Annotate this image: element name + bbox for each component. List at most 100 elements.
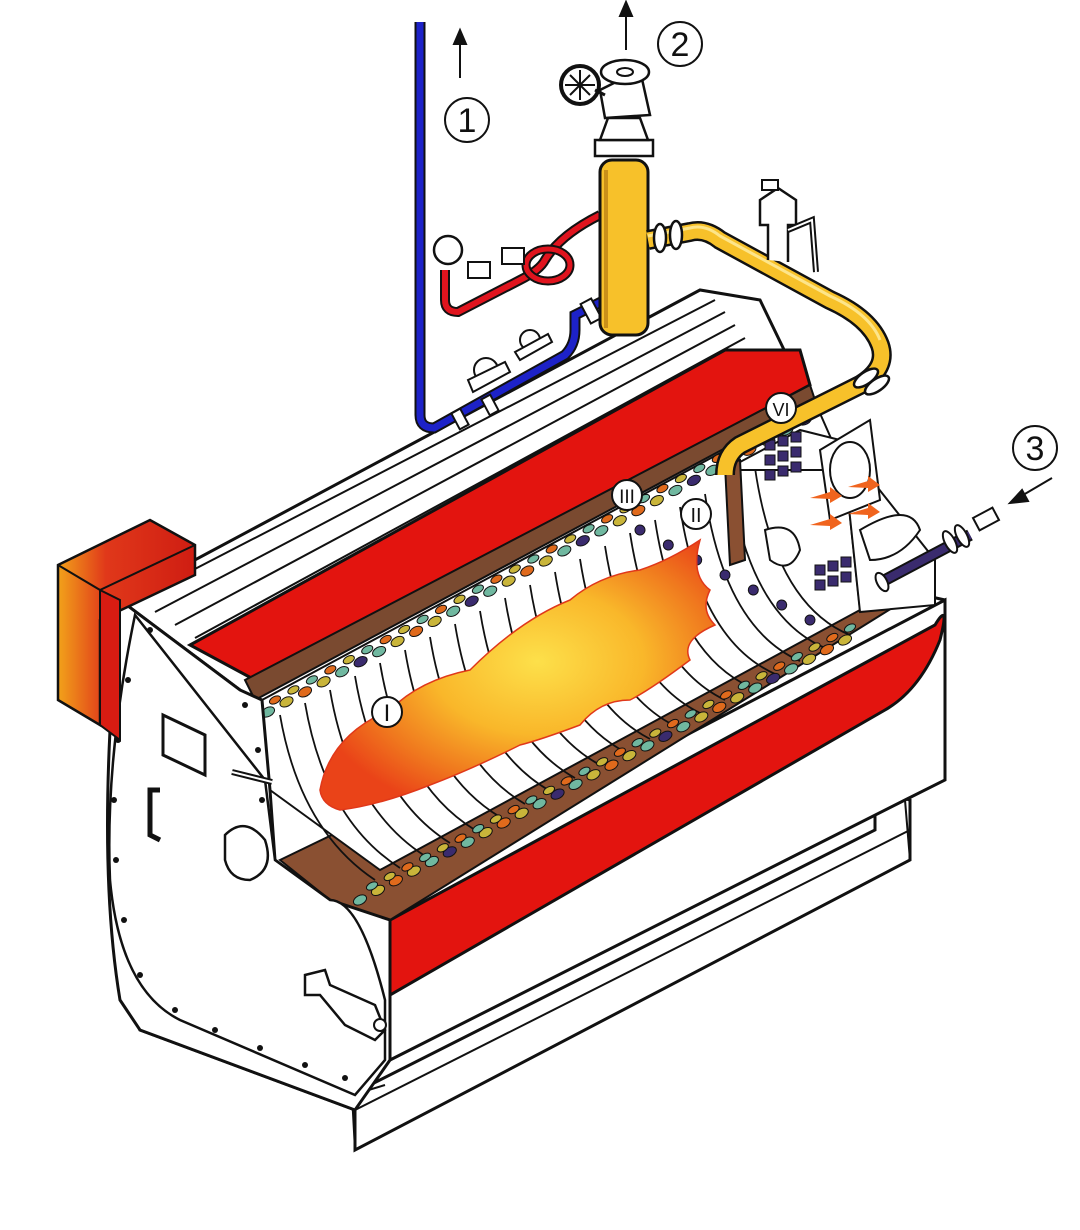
tube-end-bottom-row-b: [596, 757, 609, 767]
safety-valve: [758, 179, 819, 273]
tube-end-bottom-row-b: [702, 699, 715, 710]
tube-end-top-row-a: [649, 494, 664, 507]
door-bolt: [255, 747, 261, 753]
tube-end-bottom-row-b: [560, 776, 573, 786]
main-steam-valve[interactable]: [559, 58, 652, 120]
tube-end-top-row-b: [416, 614, 429, 625]
burner-box: [56, 518, 197, 742]
tube-end-bottom-row-a: [622, 749, 637, 762]
tube-end-bottom-row-b: [773, 661, 786, 671]
tube-end-bottom-row-b: [843, 623, 857, 633]
door-bolt: [259, 797, 265, 803]
tube-end-top-row-a: [557, 545, 572, 557]
steam-separator: [593, 116, 655, 337]
tube-end-top-row-a: [464, 595, 479, 607]
svg-text:I: I: [384, 700, 391, 727]
door-bolt: [212, 1027, 218, 1033]
tube-end-top-row-a: [353, 656, 368, 668]
tube-end-bottom-row-b: [631, 738, 644, 748]
tube-end-top-row-a: [335, 666, 350, 678]
tube-end-bottom-row-a: [640, 740, 655, 752]
valve-handwheel[interactable]: [559, 64, 601, 106]
tube-end-top-row-b: [379, 634, 392, 645]
tube-end-top-row-b: [582, 524, 595, 534]
tube-end-top-row-a: [483, 585, 498, 597]
tube-end-dark-row: [634, 524, 646, 536]
tube-end-bottom-row-b: [720, 690, 733, 700]
tube-end-top-row-a: [668, 484, 683, 497]
door-bolt: [113, 857, 119, 863]
tube-end-top-row-a: [390, 635, 405, 648]
tube-end-top-row-b: [324, 665, 337, 675]
tube-end-bottom-row-a: [676, 721, 691, 733]
tube-end-top-row-b: [601, 514, 614, 524]
tube-end-top-row-a: [501, 575, 516, 587]
tube-end-dark-row: [662, 539, 674, 551]
door-bolt: [125, 677, 131, 683]
flow-arrows: [452, 0, 1053, 505]
svg-text:VI: VI: [772, 400, 789, 420]
tube-end-bottom-row-b: [649, 728, 662, 738]
tube-end-top-row-b: [693, 463, 706, 474]
tube-end-dark-row: [719, 569, 731, 581]
tube-end-bottom-row-a: [694, 711, 709, 723]
tube-end-top-row-b: [674, 473, 687, 484]
pressure-gauge: [432, 234, 464, 266]
door-bolt: [172, 1007, 178, 1013]
tube-end-bottom-row-b: [542, 785, 556, 796]
tube-end-bottom-row-a: [730, 692, 745, 704]
tube-end-bottom-row-b: [826, 632, 839, 643]
tube-end-bottom-row-b: [419, 852, 432, 862]
door-bolt: [342, 1075, 348, 1081]
tube-end-bottom-row-b: [613, 747, 626, 757]
tube-end-dark-row: [776, 599, 788, 611]
tube-end-dark-row: [747, 584, 759, 596]
callout-II: II: [680, 498, 712, 530]
tube-end-bottom-row-a: [784, 663, 799, 675]
callout-VI: VI: [765, 392, 797, 424]
tube-end-bottom-row-b: [737, 680, 750, 690]
tube-end-top-row-b: [361, 645, 374, 655]
tube-end-top-row-b: [398, 624, 411, 635]
tube-end-top-row-a: [427, 615, 442, 628]
tube-end-bottom-row-b: [472, 824, 485, 834]
tube-end-bottom-row-a: [766, 672, 781, 685]
door-handle[interactable]: [147, 787, 162, 843]
tube-end-bottom-row-a: [819, 643, 835, 656]
tube-end-top-row-b: [305, 675, 318, 685]
tube-end-top-row-a: [446, 605, 461, 617]
tube-end-top-row-a: [409, 625, 424, 638]
tube-end-top-row-b: [453, 594, 466, 604]
tube-end-bottom-row-b: [489, 814, 502, 824]
callout-3: 3: [1012, 425, 1058, 471]
callout-2: 2: [657, 21, 703, 67]
tube-end-top-row-b: [527, 554, 540, 564]
tube-end-top-row-b: [268, 695, 282, 705]
pressure-switch-1: [467, 261, 491, 279]
instrument-line: [432, 210, 603, 318]
tube-end-top-row-b: [342, 655, 355, 665]
tube-end-top-row-a: [372, 645, 387, 658]
tube-end-bottom-row-a: [802, 653, 817, 665]
tube-end-bottom-row-b: [365, 881, 379, 891]
tube-end-top-row-a: [575, 535, 590, 547]
tube-end-bottom-row-a: [352, 894, 368, 906]
tube-end-bottom-row-b: [383, 871, 396, 882]
tube-end-bottom-row-a: [550, 788, 565, 800]
tube-end-top-row-a: [686, 474, 701, 487]
tube-end-bottom-row-b: [578, 766, 591, 776]
door-bolt: [147, 627, 153, 633]
feed-water-pipe: [414, 22, 608, 434]
callout-III: III: [611, 479, 643, 511]
tube-end-top-row-a: [279, 696, 294, 708]
door-hinge: [303, 968, 387, 1042]
inspection-port: [223, 825, 270, 882]
svg-text:3: 3: [1026, 430, 1045, 468]
tube-end-bottom-row-b: [755, 671, 768, 681]
tube-end-top-row-b: [287, 685, 300, 695]
tube-end-bottom-row-b: [684, 709, 697, 719]
tube-end-top-row-b: [656, 483, 669, 494]
pressure-switch-2: [501, 247, 525, 265]
tube-end-top-row-b: [490, 574, 503, 584]
